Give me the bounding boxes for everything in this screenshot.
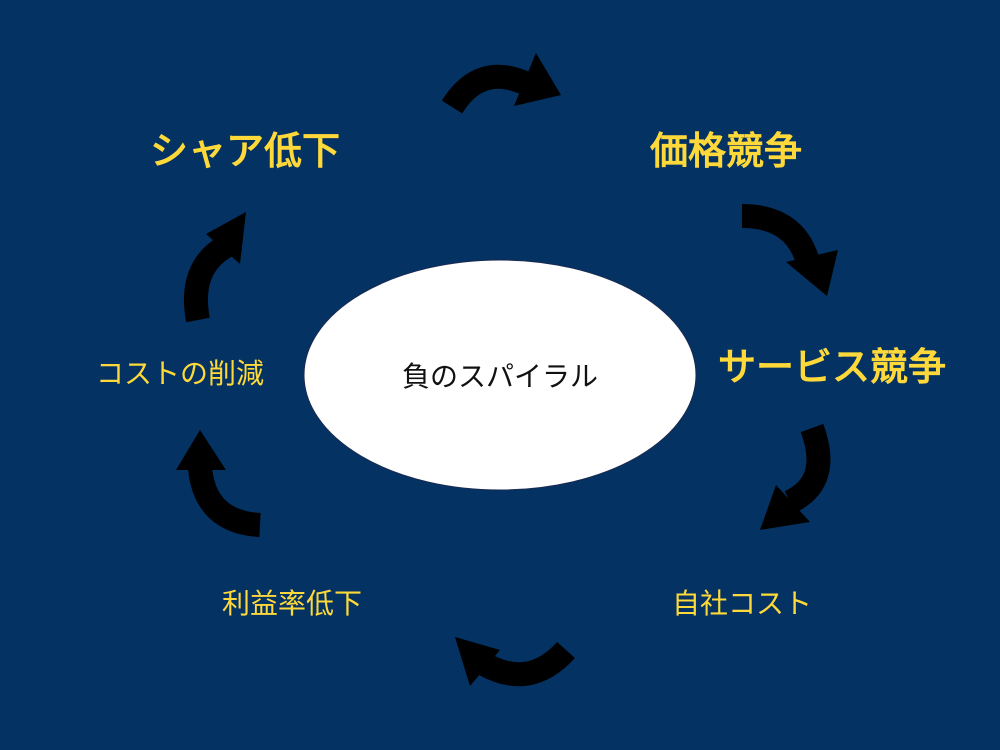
node-cost-cut: コストの削減 bbox=[96, 357, 265, 390]
center-label: 負のスパイラル bbox=[401, 360, 598, 393]
center-ellipse bbox=[303, 259, 697, 491]
node-share-drop: シャア低下 bbox=[150, 129, 341, 173]
arrow-bottom bbox=[455, 637, 575, 687]
arrow-right-upper bbox=[741, 204, 838, 296]
node-profit-drop: 利益率低下 bbox=[222, 587, 363, 620]
arrow-left-upper bbox=[183, 212, 246, 323]
arrow-right-lower bbox=[760, 423, 831, 530]
arrow-top bbox=[441, 53, 561, 114]
arrow-left-lower bbox=[176, 430, 262, 537]
node-price-competition: 価格競争 bbox=[650, 129, 803, 173]
node-own-cost: 自社コスト bbox=[672, 587, 813, 620]
node-service-competition: サービス競争 bbox=[718, 345, 947, 389]
